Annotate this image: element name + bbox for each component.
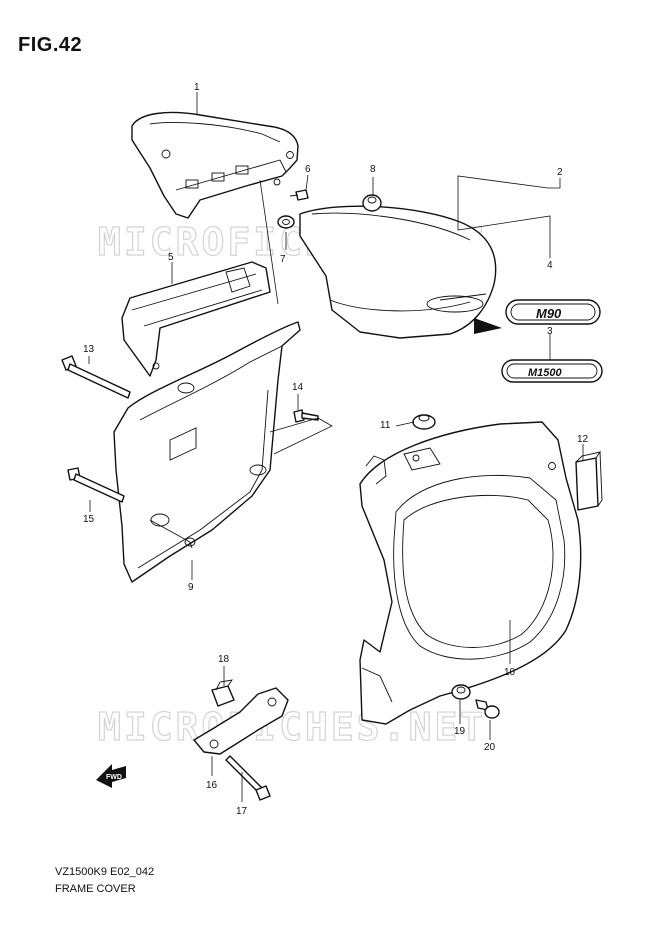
part-17-bolt bbox=[225, 755, 271, 801]
part-13-bolt bbox=[61, 355, 131, 399]
callout-6: 6 bbox=[305, 164, 311, 175]
watermark-bottom: MICROFICHES.NET bbox=[98, 705, 486, 749]
figure-title: FIG.42 bbox=[18, 34, 83, 56]
part-16-bracket bbox=[193, 687, 289, 755]
part-15-bolt bbox=[67, 467, 125, 503]
part-19-grommet bbox=[451, 684, 471, 700]
part-11-grommet bbox=[412, 414, 436, 430]
leader-lines bbox=[88, 92, 584, 802]
callout-12: 12 bbox=[577, 434, 589, 445]
part-1-seat-cover bbox=[131, 111, 299, 219]
part-4-emblem: M90 bbox=[505, 299, 601, 325]
callout-10: 10 bbox=[504, 667, 516, 678]
part-5-bracket bbox=[121, 261, 271, 377]
callout-14: 14 bbox=[292, 382, 304, 393]
emblem-m1500-text: M1500 bbox=[528, 367, 563, 379]
callout-19: 19 bbox=[454, 726, 466, 737]
callout-11: 11 bbox=[380, 420, 391, 431]
callout-numbers: 1 2 3 4 5 6 7 8 9 10 11 12 13 14 15 16 1… bbox=[83, 82, 589, 817]
callout-8: 8 bbox=[370, 164, 376, 175]
callout-18: 18 bbox=[218, 654, 230, 665]
callout-16: 16 bbox=[206, 780, 218, 791]
part-12-pad bbox=[575, 450, 603, 511]
callout-15: 15 bbox=[83, 514, 95, 525]
callout-7: 7 bbox=[280, 254, 286, 265]
callout-2: 2 bbox=[557, 167, 563, 178]
part-8-grommet bbox=[362, 194, 382, 212]
callout-4: 4 bbox=[547, 260, 553, 271]
callout-17: 17 bbox=[236, 806, 248, 817]
part-14-bolt bbox=[269, 409, 333, 455]
part-9-frame-cover-panel bbox=[113, 321, 301, 583]
part-20-screw bbox=[475, 699, 500, 719]
callout-13: 13 bbox=[83, 344, 95, 355]
fwd-label: FWD bbox=[106, 774, 122, 781]
forward-direction-arrow-icon: FWD bbox=[96, 764, 126, 788]
part-6-screw bbox=[289, 189, 309, 201]
callout-9: 9 bbox=[188, 582, 194, 593]
figure-caption: FRAME COVER bbox=[55, 883, 136, 895]
part-18-clip bbox=[211, 679, 235, 707]
callout-3: 3 bbox=[547, 326, 553, 337]
emblem-m90-text: M90 bbox=[536, 306, 562, 321]
part-10-lower-cover bbox=[359, 421, 582, 725]
part-3-emblem: M1500 bbox=[501, 359, 603, 383]
callout-5: 5 bbox=[168, 252, 174, 263]
callout-20: 20 bbox=[484, 742, 496, 753]
model-code: VZ1500K9 E02_042 bbox=[55, 866, 155, 878]
part-7-grommet bbox=[277, 215, 295, 229]
callout-1: 1 bbox=[194, 82, 200, 93]
